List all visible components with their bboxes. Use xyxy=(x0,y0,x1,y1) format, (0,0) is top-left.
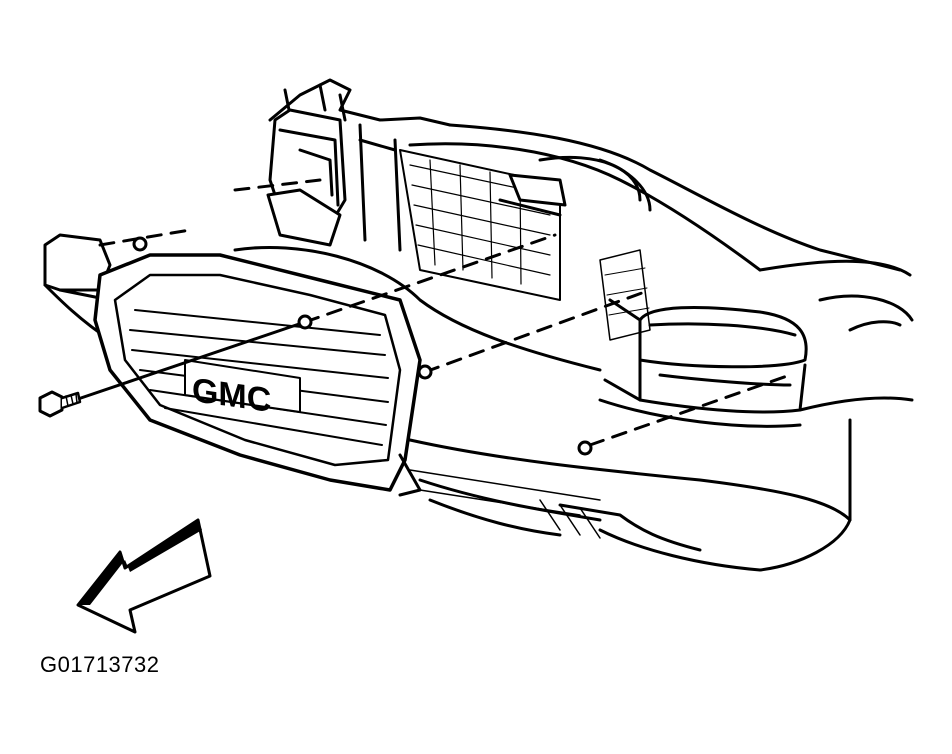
left-headlamp xyxy=(266,108,347,247)
front-direction-arrow-icon xyxy=(76,518,212,634)
grille-assembly: GMC xyxy=(93,253,422,497)
alignment-lines xyxy=(73,178,792,447)
right-fender xyxy=(758,259,914,412)
front-bumper xyxy=(43,233,852,572)
figure-id-label: G01713732 xyxy=(40,652,160,677)
right-headlamp xyxy=(599,249,808,414)
bolt-icon xyxy=(38,390,82,418)
fastener-points xyxy=(132,236,593,456)
radiator-support xyxy=(268,78,902,301)
